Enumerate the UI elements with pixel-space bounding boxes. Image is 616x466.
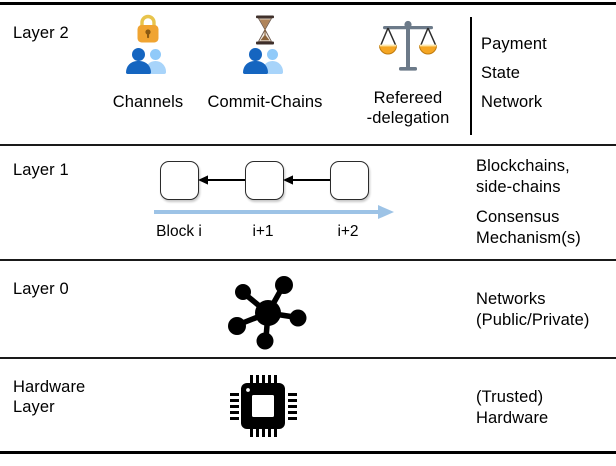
block-caption-1: i+1 [252, 223, 274, 240]
layer-0-right-text: Networks (Public/Private) [476, 290, 590, 329]
balance-scale-icon [377, 13, 439, 85]
figure-bottom-border [0, 451, 616, 454]
layer-1-right-text-primary: Blockchains, side-chains [476, 157, 570, 196]
hardware-layer-label: Hardware Layer [13, 378, 86, 416]
layer-2-item-commit-chains[interactable]: Commit-Chains [205, 13, 325, 113]
block-caption-0: Block i [156, 223, 202, 240]
layer-2-item-commit-chains-caption: Commit-Chains [207, 93, 323, 111]
layer-2-vertical-divider [470, 17, 472, 135]
lock-icon [137, 14, 159, 43]
layer-2-label: Layer 2 [13, 24, 69, 42]
blockchain-blocks-icon: Block i i+1 i+2 [0, 146, 616, 259]
hourglass-icon [256, 15, 274, 45]
row-hardware-layer: Hardware Layer (Trusted) Hardware [0, 359, 616, 451]
lock-people-icon [125, 13, 171, 85]
hourglass-people-icon [242, 13, 288, 85]
separator-layer1-layer0 [0, 259, 616, 261]
layer-1-right-text-secondary: Consensus Mechanism(s) [476, 208, 581, 247]
separator-layer0-hardware [0, 357, 616, 359]
people-icon [243, 48, 287, 74]
layer-2-item-refereed-delegation[interactable]: Refereed -delegation [355, 13, 461, 128]
scales-svg [378, 20, 438, 71]
layer-2-item-channels[interactable]: Channels [98, 13, 198, 113]
separator-layer2-layer1 [0, 144, 616, 146]
row-layer-0: Layer 0 Networks (Public/Private) [0, 261, 616, 357]
timeline-arrow-right [154, 205, 394, 219]
link-arrow-left-2 [283, 175, 330, 185]
figure-top-border [0, 2, 616, 5]
row-layer-2: Layer 2 Payment State Network [0, 5, 616, 144]
hardware-layer-right-text: (Trusted) Hardware [476, 388, 549, 427]
people-icon [126, 48, 170, 74]
block-caption-2: i+2 [337, 223, 359, 240]
row-layer-1: Layer 1 Blockchains, side-chains Consens… [0, 146, 616, 259]
layer-1-label: Layer 1 [13, 161, 69, 179]
microchip-icon [230, 375, 297, 437]
network-hub-icon [228, 276, 307, 350]
layer-2-right-text: Payment State Network [481, 35, 547, 111]
link-arrow-left-1 [198, 175, 245, 185]
block-1[interactable] [245, 161, 284, 200]
layer-0-label: Layer 0 [13, 280, 69, 298]
block-2[interactable] [330, 161, 369, 200]
layer-2-item-channels-caption: Channels [112, 93, 184, 111]
block-0[interactable] [160, 161, 199, 200]
layer-2-item-refereed-delegation-caption: Refereed -delegation [366, 89, 450, 127]
